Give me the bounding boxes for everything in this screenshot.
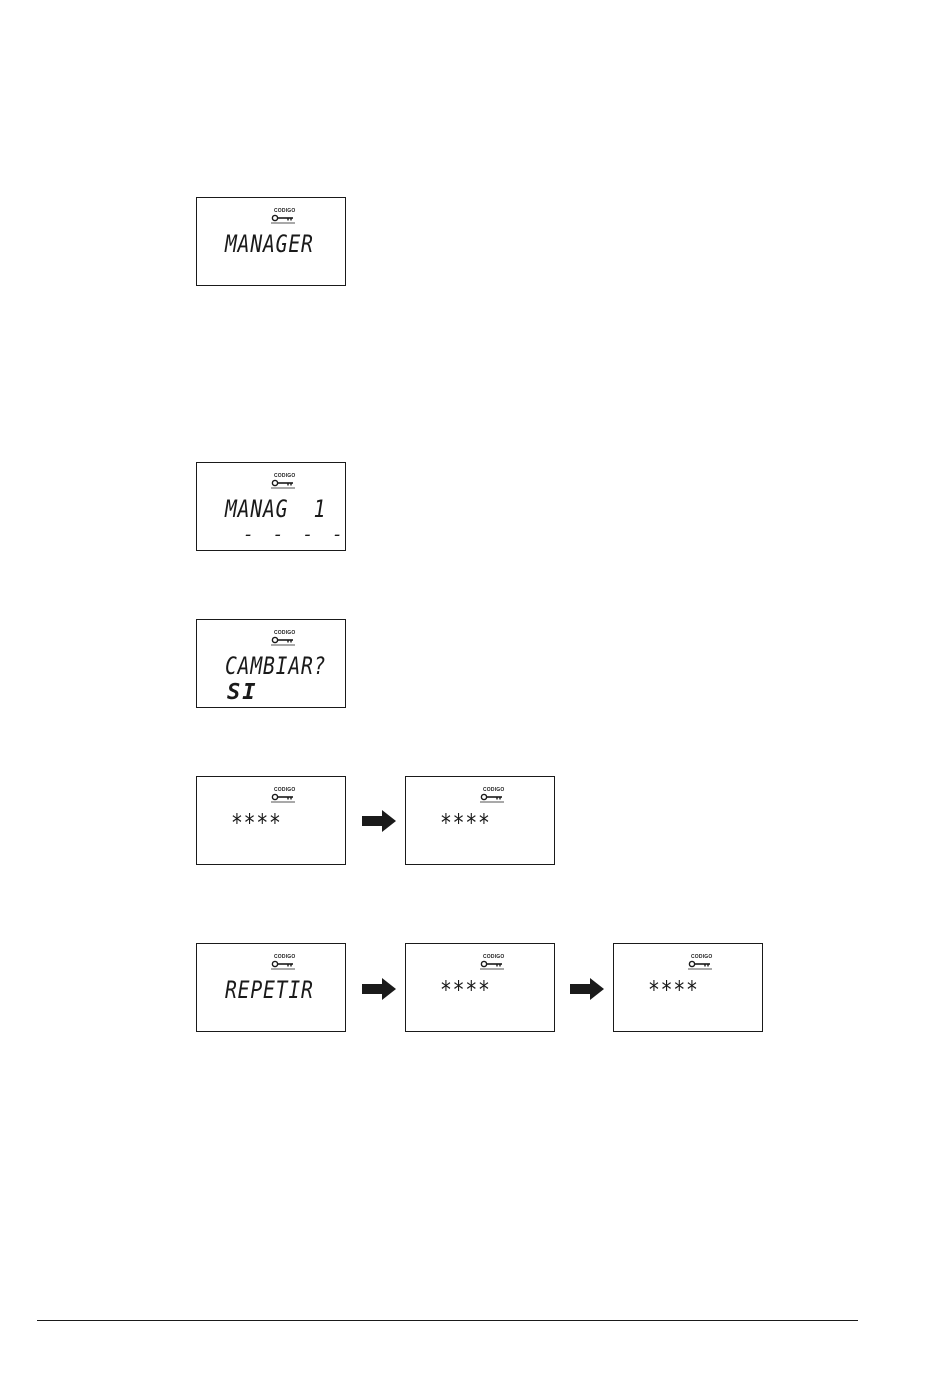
lcd-display-repeat-code-confirm: CODIGO **** xyxy=(613,943,763,1032)
lcd-line-1: MANAG 1 xyxy=(225,495,326,523)
lcd-line-2: SI xyxy=(227,683,258,703)
lcd-display-cambiar: CODIGO CAMBIAR? SI xyxy=(196,619,346,708)
lcd-line-1: **** xyxy=(648,976,699,1004)
lcd-display-manager: CODIGO MANAGER xyxy=(196,197,346,286)
right-arrow-icon xyxy=(570,978,604,1000)
codigo-indicator: CODIGO xyxy=(480,954,510,970)
right-arrow-icon xyxy=(362,810,396,832)
footer-divider xyxy=(37,1320,858,1321)
codigo-indicator: CODIGO xyxy=(480,787,510,803)
codigo-indicator: CODIGO xyxy=(271,954,301,970)
codigo-indicator: CODIGO xyxy=(271,473,301,489)
key-icon xyxy=(271,214,301,224)
codigo-indicator: CODIGO xyxy=(271,630,301,646)
key-icon xyxy=(480,793,510,803)
key-icon xyxy=(688,960,718,970)
key-icon xyxy=(271,960,301,970)
lcd-line-2: - - - - xyxy=(243,525,347,545)
key-icon xyxy=(271,793,301,803)
key-icon xyxy=(271,479,301,489)
lcd-line-1: CAMBIAR? xyxy=(225,652,326,680)
key-icon xyxy=(480,960,510,970)
lcd-display-new-code: CODIGO **** xyxy=(196,776,346,865)
lcd-display-new-code-confirm: CODIGO **** xyxy=(405,776,555,865)
key-icon xyxy=(271,636,301,646)
codigo-indicator: CODIGO xyxy=(271,787,301,803)
lcd-display-repetir: CODIGO REPETIR xyxy=(196,943,346,1032)
lcd-line-1: **** xyxy=(231,809,282,837)
lcd-display-repeat-code: CODIGO **** xyxy=(405,943,555,1032)
lcd-display-manag-1: CODIGO MANAG 1 - - - - xyxy=(196,462,346,551)
lcd-line-1: MANAGER xyxy=(225,230,314,258)
lcd-line-1: REPETIR xyxy=(225,976,314,1004)
codigo-indicator: CODIGO xyxy=(271,208,301,224)
right-arrow-icon xyxy=(362,978,396,1000)
lcd-line-1: **** xyxy=(440,809,491,837)
lcd-line-1: **** xyxy=(440,976,491,1004)
codigo-indicator: CODIGO xyxy=(688,954,718,970)
